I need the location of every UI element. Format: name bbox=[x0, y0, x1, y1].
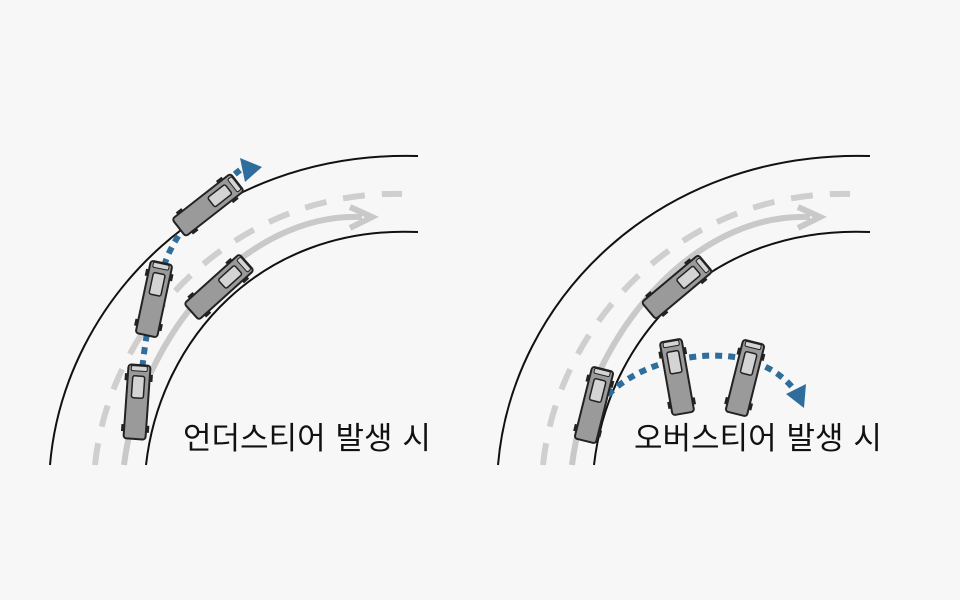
actual-path-arrowhead bbox=[786, 384, 806, 408]
actual-path-arrowhead bbox=[240, 158, 262, 182]
intended-path-arrowhead bbox=[348, 204, 379, 231]
vehicle-2 bbox=[131, 258, 177, 340]
road-outer-edge bbox=[49, 154, 419, 466]
road-outer-edge bbox=[497, 154, 871, 466]
understeer-caption: 언더스티어 발생 시 bbox=[183, 421, 431, 457]
vehicle-3 bbox=[169, 170, 247, 240]
vehicle-4 bbox=[181, 250, 257, 324]
oversteer-panel bbox=[497, 154, 871, 466]
lane-center-dash bbox=[540, 190, 851, 466]
road-inner-edge bbox=[145, 230, 419, 466]
intended-path-arrowhead bbox=[796, 204, 827, 231]
vehicle-1 bbox=[119, 363, 155, 441]
vehicle-3 bbox=[721, 337, 769, 419]
vehicle-1 bbox=[570, 364, 618, 446]
lane-center-dash bbox=[92, 190, 403, 466]
actual-path-line bbox=[605, 352, 799, 398]
vehicle-2 bbox=[655, 337, 699, 417]
understeer-panel bbox=[49, 154, 419, 466]
oversteer-caption: 오버스티어 발생 시 bbox=[634, 421, 882, 457]
